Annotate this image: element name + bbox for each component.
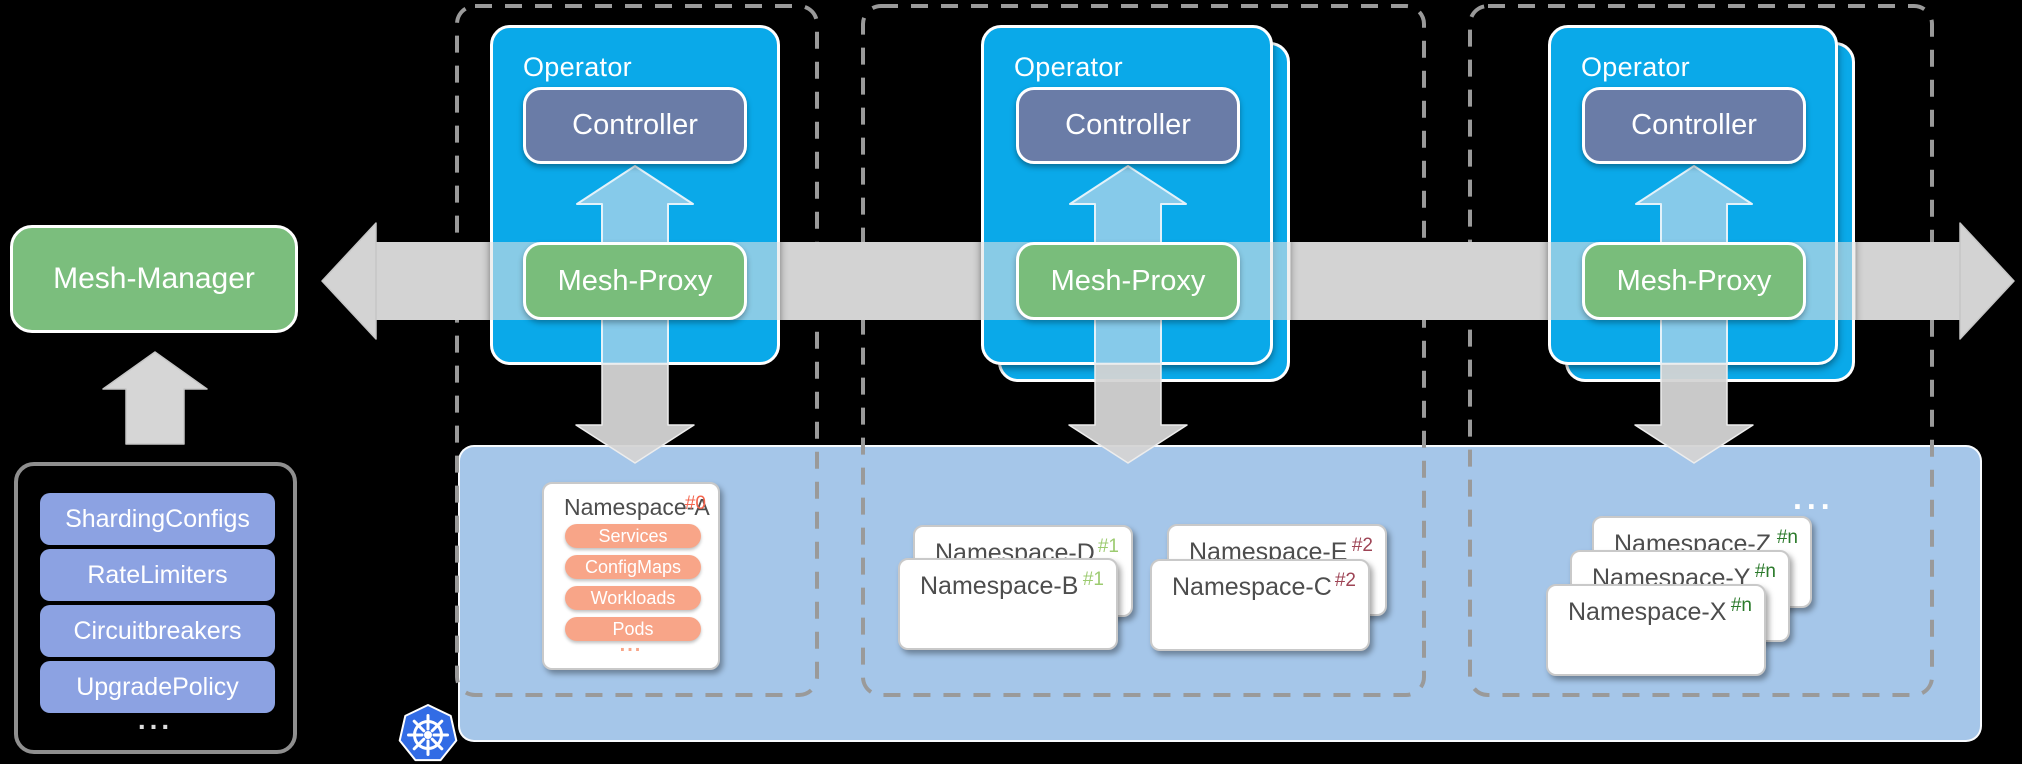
mesh-manager-label: Mesh-Manager <box>53 262 255 295</box>
crd-item-shardingconfigs: ShardingConfigs <box>40 493 275 545</box>
horizontal-mesh-arrow-right-head <box>1959 222 2015 340</box>
horizontal-mesh-arrow-left-head <box>321 222 377 340</box>
namespace-b-card: Namespace-B #1 <box>898 558 1118 650</box>
operator-2-label: Operator <box>1014 52 1123 82</box>
mesh-proxy-1-box: Mesh-Proxy <box>523 242 747 320</box>
resource-pill-services: Services <box>565 524 701 548</box>
namespace-y-shard-tag: #n <box>1754 561 1776 582</box>
resource-pill-pods: Pods <box>565 617 701 641</box>
namespace-a-more-ellipsis: ... <box>619 634 643 656</box>
controller-1-label: Controller <box>572 109 698 141</box>
namespace-c-card: Namespace-C #2 <box>1150 559 1370 651</box>
namespace-a-title: Namespace-A <box>564 494 710 520</box>
resource-pill-configmaps: ConfigMaps <box>565 555 701 579</box>
controller-2-label: Controller <box>1065 109 1191 141</box>
mesh-manager-box: Mesh-Manager <box>10 225 298 333</box>
namespace-d-shard-tag: #1 <box>1097 536 1119 557</box>
crd-item-upgradepolicy: UpgradePolicy <box>40 661 275 713</box>
namespace-x-card: Namespace-X #n <box>1546 584 1766 676</box>
controller-1-box: Controller <box>523 87 747 164</box>
kubernetes-helm-wheel <box>407 714 449 756</box>
controller-3-label: Controller <box>1631 109 1757 141</box>
namespace-a-shard-tag: #0 <box>684 493 706 514</box>
controller-3-box: Controller <box>1582 87 1806 164</box>
namespaces-more-ellipsis: ... <box>1793 480 1835 516</box>
crd-to-manager-up-arrow <box>102 351 208 445</box>
kubernetes-wheel-hub <box>424 731 432 739</box>
namespace-z-shard-tag: #n <box>1776 527 1798 548</box>
mesh-proxy-3-label: Mesh-Proxy <box>1616 264 1772 297</box>
controller-2-box: Controller <box>1016 87 1240 164</box>
namespace-x-shard-tag: #n <box>1730 595 1752 616</box>
mesh-proxy-2-label: Mesh-Proxy <box>1050 264 1206 297</box>
operator-1-label: Operator <box>523 52 632 82</box>
crd-item-circuitbreakers: Circuitbreakers <box>40 605 275 657</box>
namespace-c-shard-tag: #2 <box>1334 570 1356 591</box>
namespace-e-shard-tag: #2 <box>1351 535 1373 556</box>
mesh-proxy-2-box: Mesh-Proxy <box>1016 242 1240 320</box>
mesh-proxy-1-label: Mesh-Proxy <box>557 264 713 297</box>
crd-more-ellipsis: ... <box>137 704 174 735</box>
operator-3-label: Operator <box>1581 52 1690 82</box>
crd-item-ratelimiters: RateLimiters <box>40 549 275 601</box>
namespace-x-title: Namespace-X <box>1568 598 1727 626</box>
crd-list-box: ShardingConfigs RateLimiters Circuitbrea… <box>14 462 297 754</box>
resource-pill-workloads: Workloads <box>565 586 701 610</box>
mesh-proxy-3-box: Mesh-Proxy <box>1582 242 1806 320</box>
namespace-b-shard-tag: #1 <box>1082 569 1104 590</box>
kubernetes-logo-icon <box>398 704 458 762</box>
namespace-c-title: Namespace-C <box>1172 573 1332 601</box>
namespace-b-title: Namespace-B <box>920 572 1079 600</box>
namespace-a-card: Namespace-A #0 Services ConfigMaps Workl… <box>542 482 720 670</box>
